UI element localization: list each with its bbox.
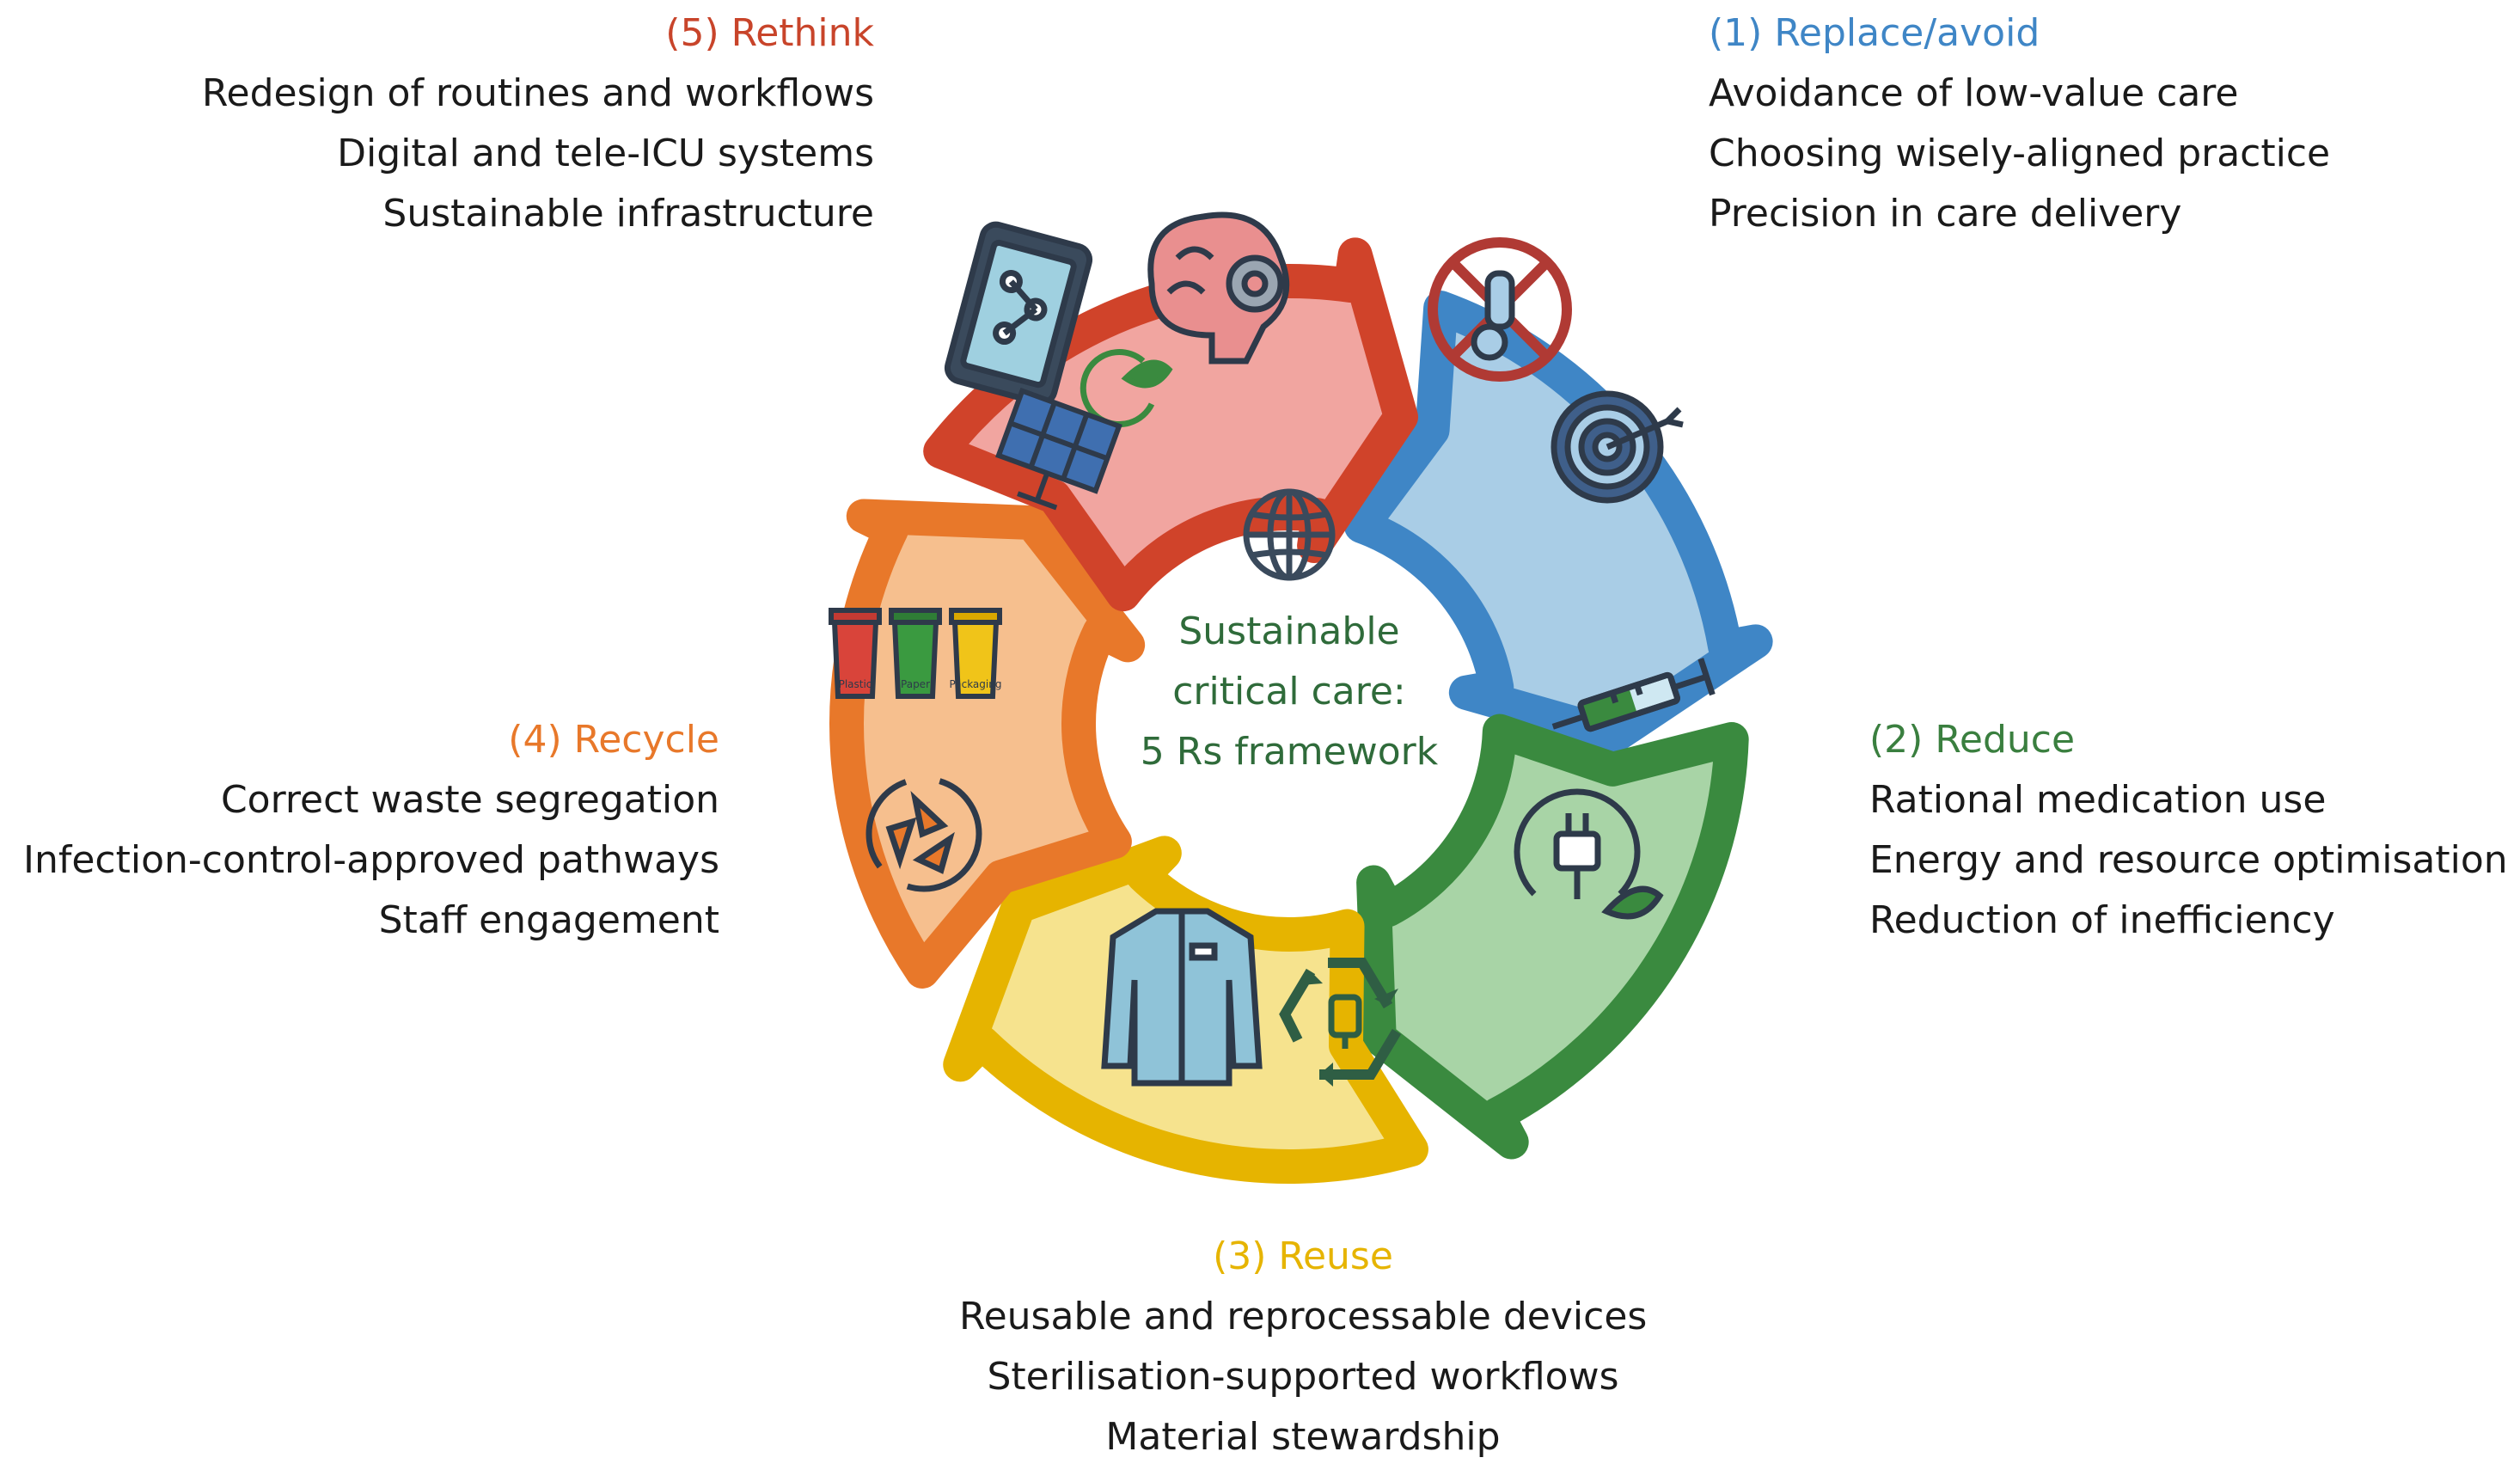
globe-icon (1243, 488, 1336, 581)
center-line-3: 5 Rs framework (1140, 730, 1439, 774)
reuse-item-2: Sterilisation-supported workflows (987, 1355, 1619, 1399)
replace-item-1: Avoidance of low-value care (1709, 71, 2239, 115)
ring-segment-reduce (1356, 714, 1749, 1160)
ring-segment-replace (1343, 291, 1773, 753)
solar-panel-icon (995, 387, 1122, 511)
bin-label-paper: Paper (901, 678, 930, 690)
reduce-item-3: Reduction of inefficiency (1869, 898, 2335, 942)
center-line-1: Sustainable (1178, 609, 1400, 653)
recycle-icon (865, 775, 982, 892)
eco-plug-icon (1514, 788, 1664, 920)
heading-replace: (1) Replace/avoid (1709, 11, 2040, 55)
rethink-item-2: Digital and tele-ICU systems (337, 132, 874, 175)
center-title: Sustainable critical care: 5 Rs framewor… (1074, 602, 1504, 782)
label-block-reduce: (2) Reduce Rational medication use Energ… (1869, 710, 2508, 951)
reduce-item-1: Rational medication use (1869, 778, 2327, 822)
tablet-icon (944, 221, 1093, 407)
eco-cycle-icon (1080, 349, 1173, 428)
reuse-item-1: Reusable and reprocessable devices (959, 1295, 1648, 1338)
syringe-icon (1551, 658, 1716, 732)
recycle-item-3: Staff engagement (378, 898, 719, 942)
recycle-item-1: Correct waste segregation (220, 778, 719, 822)
rethink-item-1: Redesign of routines and workflows (201, 71, 874, 115)
waste-bins-icon: Plastic Paper Packaging (829, 608, 1002, 699)
replace-item-3: Precision in care delivery (1709, 192, 2182, 236)
heading-rethink: (5) Rethink (665, 11, 874, 55)
rethink-item-3: Sustainable infrastructure (382, 192, 874, 236)
heading-reduce: (2) Reduce (1869, 718, 2076, 762)
replace-item-2: Choosing wisely-aligned practice (1709, 132, 2331, 175)
target-icon (1551, 390, 1684, 504)
prohibited-test-tube-icon (1428, 237, 1572, 382)
heading-recycle: (4) Recycle (508, 718, 719, 762)
reduce-item-2: Energy and resource optimisation (1869, 838, 2508, 882)
bin-label-plastic: Plastic (839, 678, 872, 690)
bin-label-packaging: Packaging (950, 678, 1002, 690)
brain-gear-icon (1147, 211, 1290, 364)
center-line-2: critical care: (1172, 670, 1406, 714)
label-block-recycle: (4) Recycle Correct waste segregation In… (23, 710, 719, 951)
label-block-replace: (1) Replace/avoid Avoidance of low-value… (1709, 3, 2330, 244)
recycle-item-2: Infection-control-approved pathways (22, 838, 719, 882)
gown-icon (1101, 908, 1263, 1087)
label-block-reuse: (3) Reuse Reusable and reprocessable dev… (959, 1227, 1647, 1467)
reuse-item-3: Material stewardship (1105, 1415, 1501, 1459)
heading-reuse: (3) Reuse (1213, 1234, 1393, 1278)
label-block-rethink: (5) Rethink Redesign of routines and wor… (202, 3, 874, 244)
recycle-iv-bag-icon (1279, 958, 1402, 1087)
